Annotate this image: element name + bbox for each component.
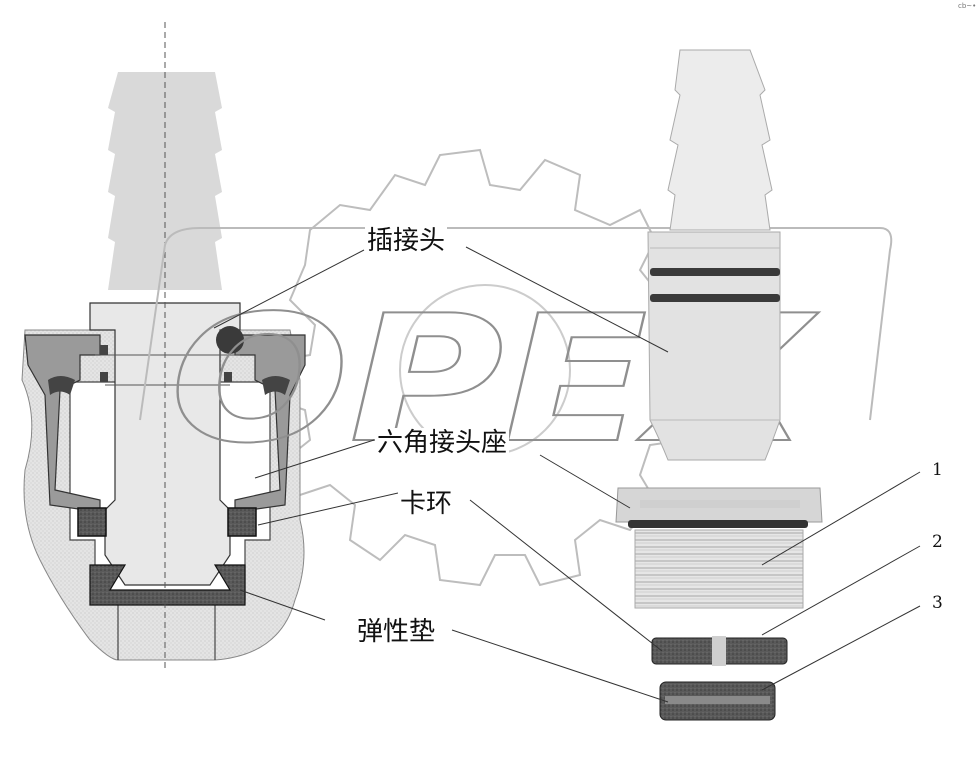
- snap-ring-part: [651, 636, 788, 666]
- plug-o-ring-2: [650, 294, 780, 302]
- leader-ring-right: [469, 499, 663, 652]
- part-number-3: 3: [932, 593, 943, 613]
- snap-ring-left: [77, 507, 107, 537]
- leader-num-2: [761, 545, 921, 636]
- o-ring-small-right: [224, 372, 232, 382]
- label-gasket: 弹性垫: [355, 617, 438, 647]
- o-ring-small-left: [100, 345, 108, 355]
- hex-seat-part: [615, 487, 823, 609]
- housing-seal-right: [262, 376, 290, 395]
- part-number-2: 2: [932, 532, 943, 552]
- snap-ring-right: [227, 507, 257, 537]
- label-hex-seat: 六角接头座: [375, 428, 510, 458]
- leader-gasket-left: [239, 589, 326, 621]
- hex-seat-o-ring: [628, 520, 808, 528]
- gasket-part: [659, 681, 776, 721]
- leader-ring-left: [257, 492, 399, 526]
- thread-1: [634, 529, 804, 609]
- label-snap-ring: 卡环: [398, 489, 455, 519]
- leader-hex-left: [254, 439, 375, 479]
- housing-seal-left: [48, 376, 75, 395]
- leader-plug-left: [213, 249, 365, 329]
- ghost-hose-barb: [108, 72, 222, 290]
- label-plug: 插接头: [365, 226, 448, 256]
- leader-num-3: [761, 605, 921, 691]
- plug-part: [647, 49, 781, 461]
- plug-o-ring-1: [650, 268, 780, 276]
- leader-hex-right: [539, 454, 631, 509]
- leader-num-1: [761, 471, 921, 566]
- gasket-section: [89, 564, 246, 606]
- o-ring-large: [216, 326, 244, 354]
- part-number-1: 1: [932, 460, 943, 480]
- leader-plug-right: [465, 246, 669, 353]
- o-ring-small-left2: [100, 372, 108, 382]
- leader-gasket-right: [451, 629, 669, 703]
- leader-lines: [213, 246, 921, 703]
- corner-mark: cb~•: [958, 2, 977, 10]
